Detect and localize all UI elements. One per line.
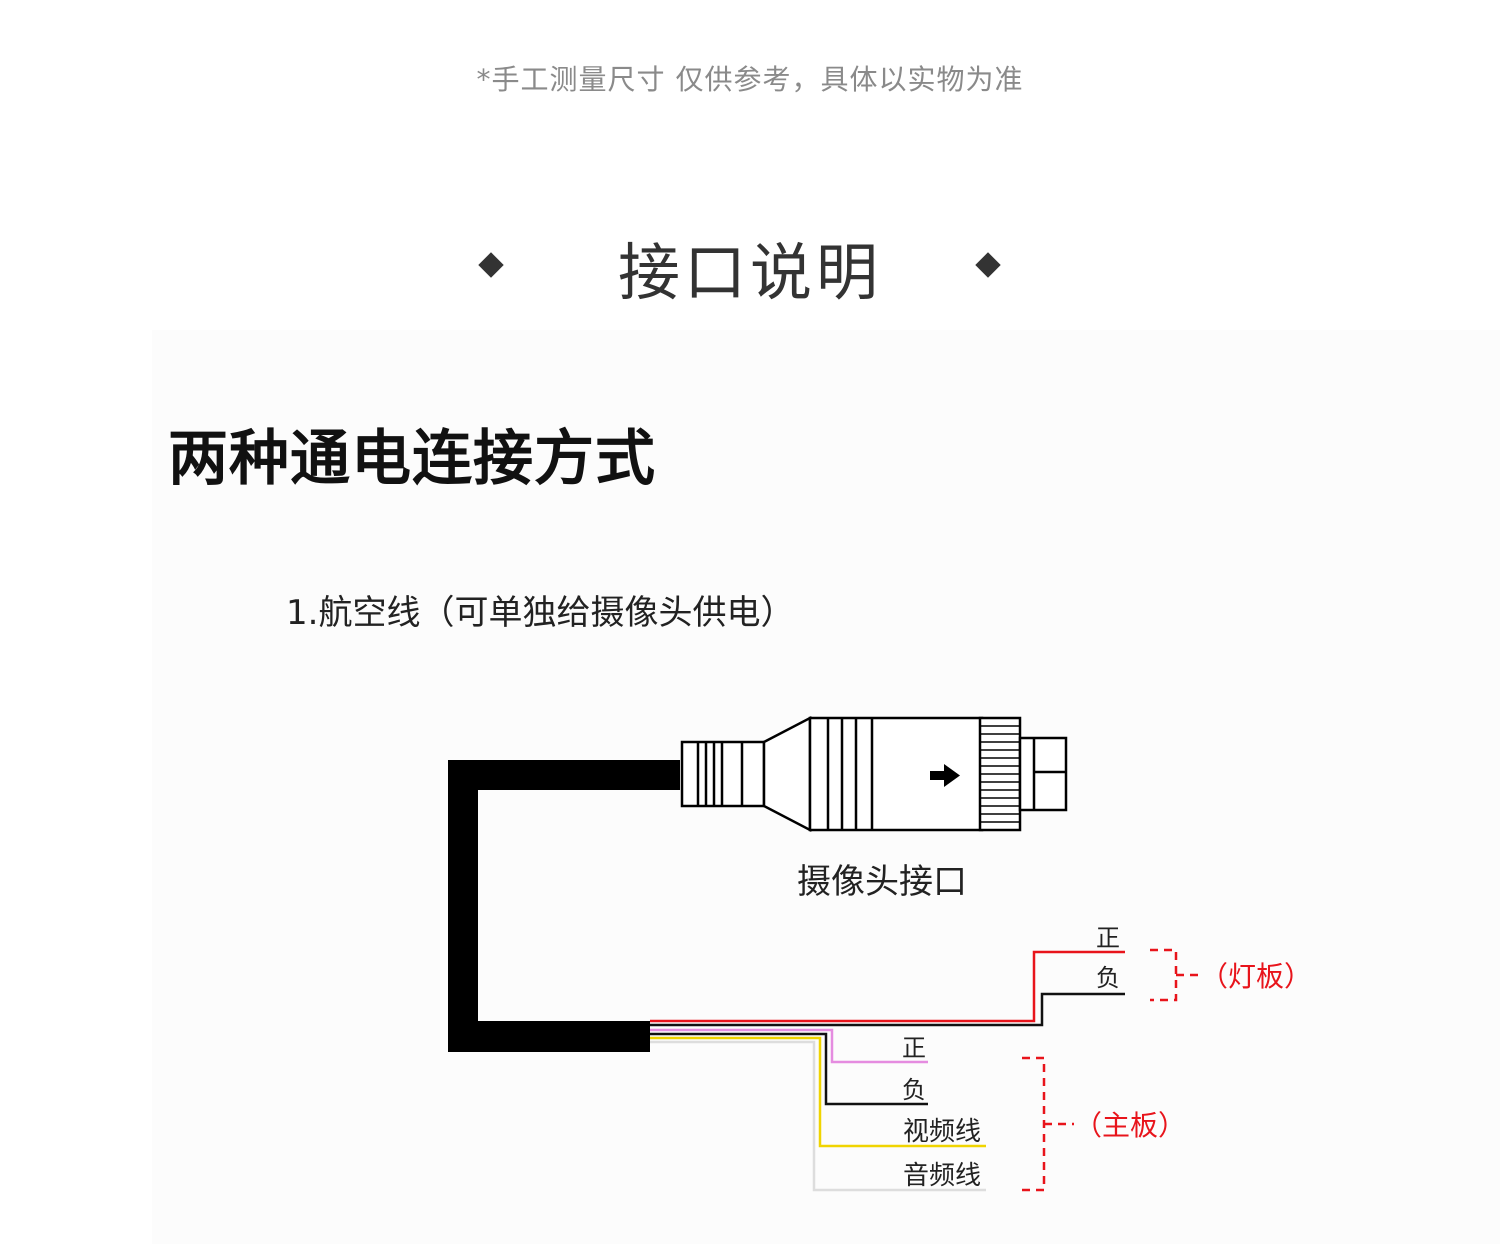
section-title: 接口说明 — [617, 236, 882, 309]
measurement-note: *手工测量尺寸 仅供参考，具体以实物为准 — [476, 63, 1024, 96]
light-positive-label: 正 — [1096, 924, 1120, 952]
light-board-wires — [650, 950, 1125, 1027]
aviation-cable-subheading: 1.航空线（可单独给摄像头供电） — [286, 593, 795, 633]
direction-arrow-icon — [930, 764, 960, 787]
light-board-bracket — [1150, 948, 1200, 1002]
main-board-wires — [650, 1028, 986, 1192]
main-negative-label: 负 — [902, 1076, 926, 1104]
main-positive-label: 正 — [902, 1034, 926, 1062]
main-cable — [448, 760, 680, 1052]
camera-connector — [680, 715, 1068, 833]
light-negative-label: 负 — [1096, 964, 1120, 992]
panel-heading: 两种通电连接方式 — [168, 424, 656, 494]
main-board-bracket — [1022, 1056, 1074, 1192]
camera-interface-label: 摄像头接口 — [797, 862, 967, 902]
video-wire-label: 视频线 — [903, 1117, 981, 1147]
main-board-group-label: （主板） — [1074, 1109, 1186, 1142]
light-board-group-label: （灯板） — [1200, 960, 1312, 993]
audio-wire-label: 音频线 — [903, 1161, 981, 1191]
